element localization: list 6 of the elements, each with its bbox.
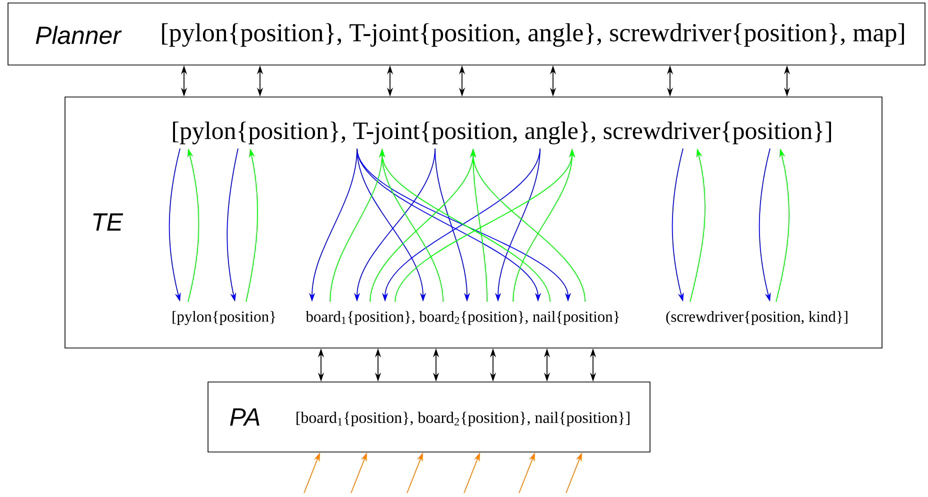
data-list: board$_{1}${position}, board$_{2}${position}, nail{position} bbox=[306, 311, 619, 325]
planner-box: Planner [pylon{position}, T-joint{position, angle}, screwdriver{position}, map] bbox=[8, 2, 926, 66]
process-box: PA [board$_{1}${position}, board$_{2}${position}, nail{position}] bbox=[208, 382, 650, 452]
data-list: [pylon{position}, T-joint{position, angle}, screwdriver{position}] bbox=[173, 122, 832, 144]
data-list: (screwdriver{position, kind}] bbox=[666, 311, 848, 325]
data-list: [pylon{position} bbox=[172, 310, 276, 326]
